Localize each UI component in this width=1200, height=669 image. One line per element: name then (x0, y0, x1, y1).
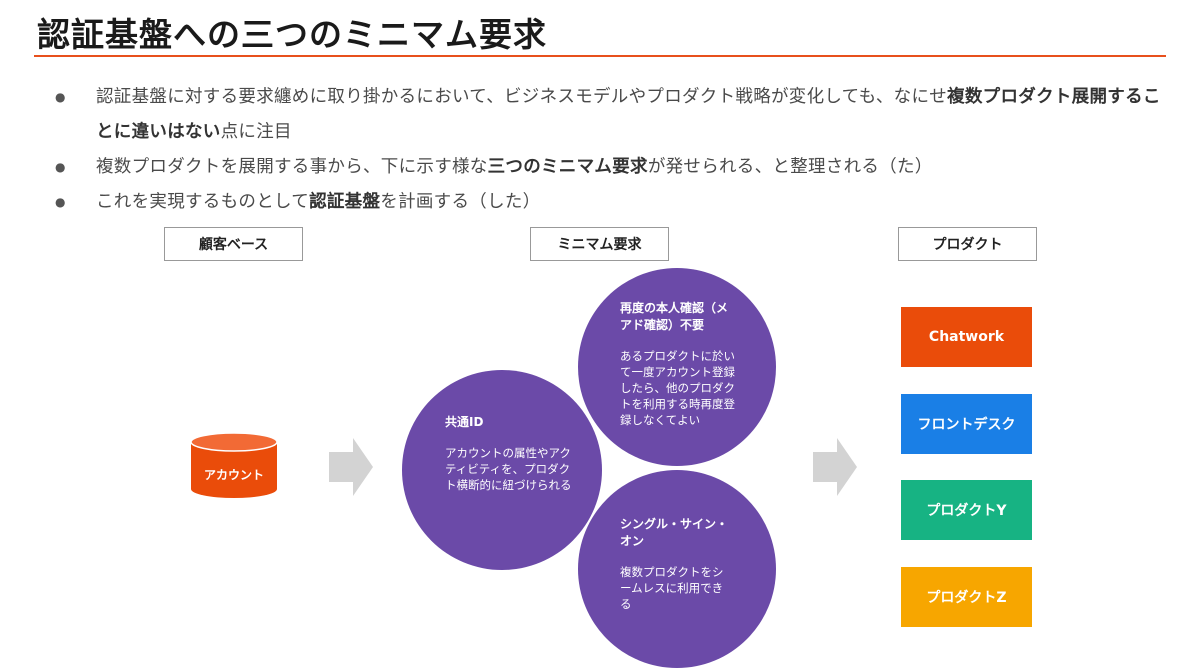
requirement-circle-no-reverification: 再度の本人確認（メアド確認）不要 あるプロダクトに於いて一度アカウント登録したら… (578, 268, 776, 466)
bullet-emphasis: 複数プロダクト展開することに違いはない (96, 87, 1161, 142)
database-label: アカウント (203, 468, 264, 482)
bullet-emphasis: 認証基盤 (309, 192, 381, 212)
requirement-description: アカウントの属性やアクティビティを、プロダクト横断的に紐づけられる (445, 446, 572, 492)
requirement-circle-common-id: 共通ID アカウントの属性やアクティビティを、プロダクト横断的に紐づけられる (402, 370, 602, 570)
bullet-list: 認証基盤に対する要求纏めに取り掛かるにおいて、ビジネスモデルやプロダクト戦略が変… (50, 80, 1170, 220)
product-chatwork: Chatwork (901, 307, 1032, 367)
arrow-right-icon (813, 438, 857, 496)
database-icon (190, 432, 278, 498)
bullet-text: 点に注目 (220, 122, 292, 142)
product-z: プロダクトZ (901, 567, 1032, 627)
bullet-item-1: 認証基盤に対する要求纏めに取り掛かるにおいて、ビジネスモデルやプロダクト戦略が変… (50, 80, 1170, 150)
requirement-title: 共通ID (445, 415, 484, 429)
bullet-item-2: 複数プロダクトを展開する事から、下に示す様な三つのミニマム要求が発せられる、と整… (50, 150, 1170, 185)
product-y: プロダクトY (901, 480, 1032, 540)
requirement-title: 再度の本人確認（メアド確認）不要 (620, 301, 729, 332)
bullet-text: 認証基盤に対する要求纏めに取り掛かるにおいて、ビジネスモデルやプロダクト戦略が変… (96, 87, 948, 107)
bullet-text: これを実現するものとして (96, 192, 310, 212)
title-divider (34, 55, 1166, 57)
page-title: 認証基盤への三つのミニマム要求 (37, 15, 547, 54)
requirement-title: シングル・サイン・オン (620, 517, 729, 548)
bullet-text: 複数プロダクトを展開する事から、下に示す様な (96, 157, 488, 177)
bullet-item-3: これを実現するものとして認証基盤を計画する（した） (50, 185, 1170, 220)
requirement-description: 複数プロダクトをシームレスに利用できる (620, 565, 724, 611)
bullet-text: が発せられる、と整理される（た） (647, 157, 933, 177)
header-customer-base: 顧客ベース (164, 227, 303, 261)
requirement-circle-sso: シングル・サイン・オン 複数プロダクトをシームレスに利用できる (578, 470, 776, 668)
requirement-description: あるプロダクトに於いて一度アカウント登録したら、他のプロダクトを利用する時再度登… (620, 349, 735, 427)
product-front-desk: フロントデスク (901, 394, 1032, 454)
header-products: プロダクト (898, 227, 1037, 261)
bullet-text: を計画する（した） (380, 192, 541, 212)
header-minimum-requirements: ミニマム要求 (530, 227, 669, 261)
bullet-emphasis: 三つのミニマム要求 (487, 157, 648, 177)
arrow-right-icon (329, 438, 373, 496)
